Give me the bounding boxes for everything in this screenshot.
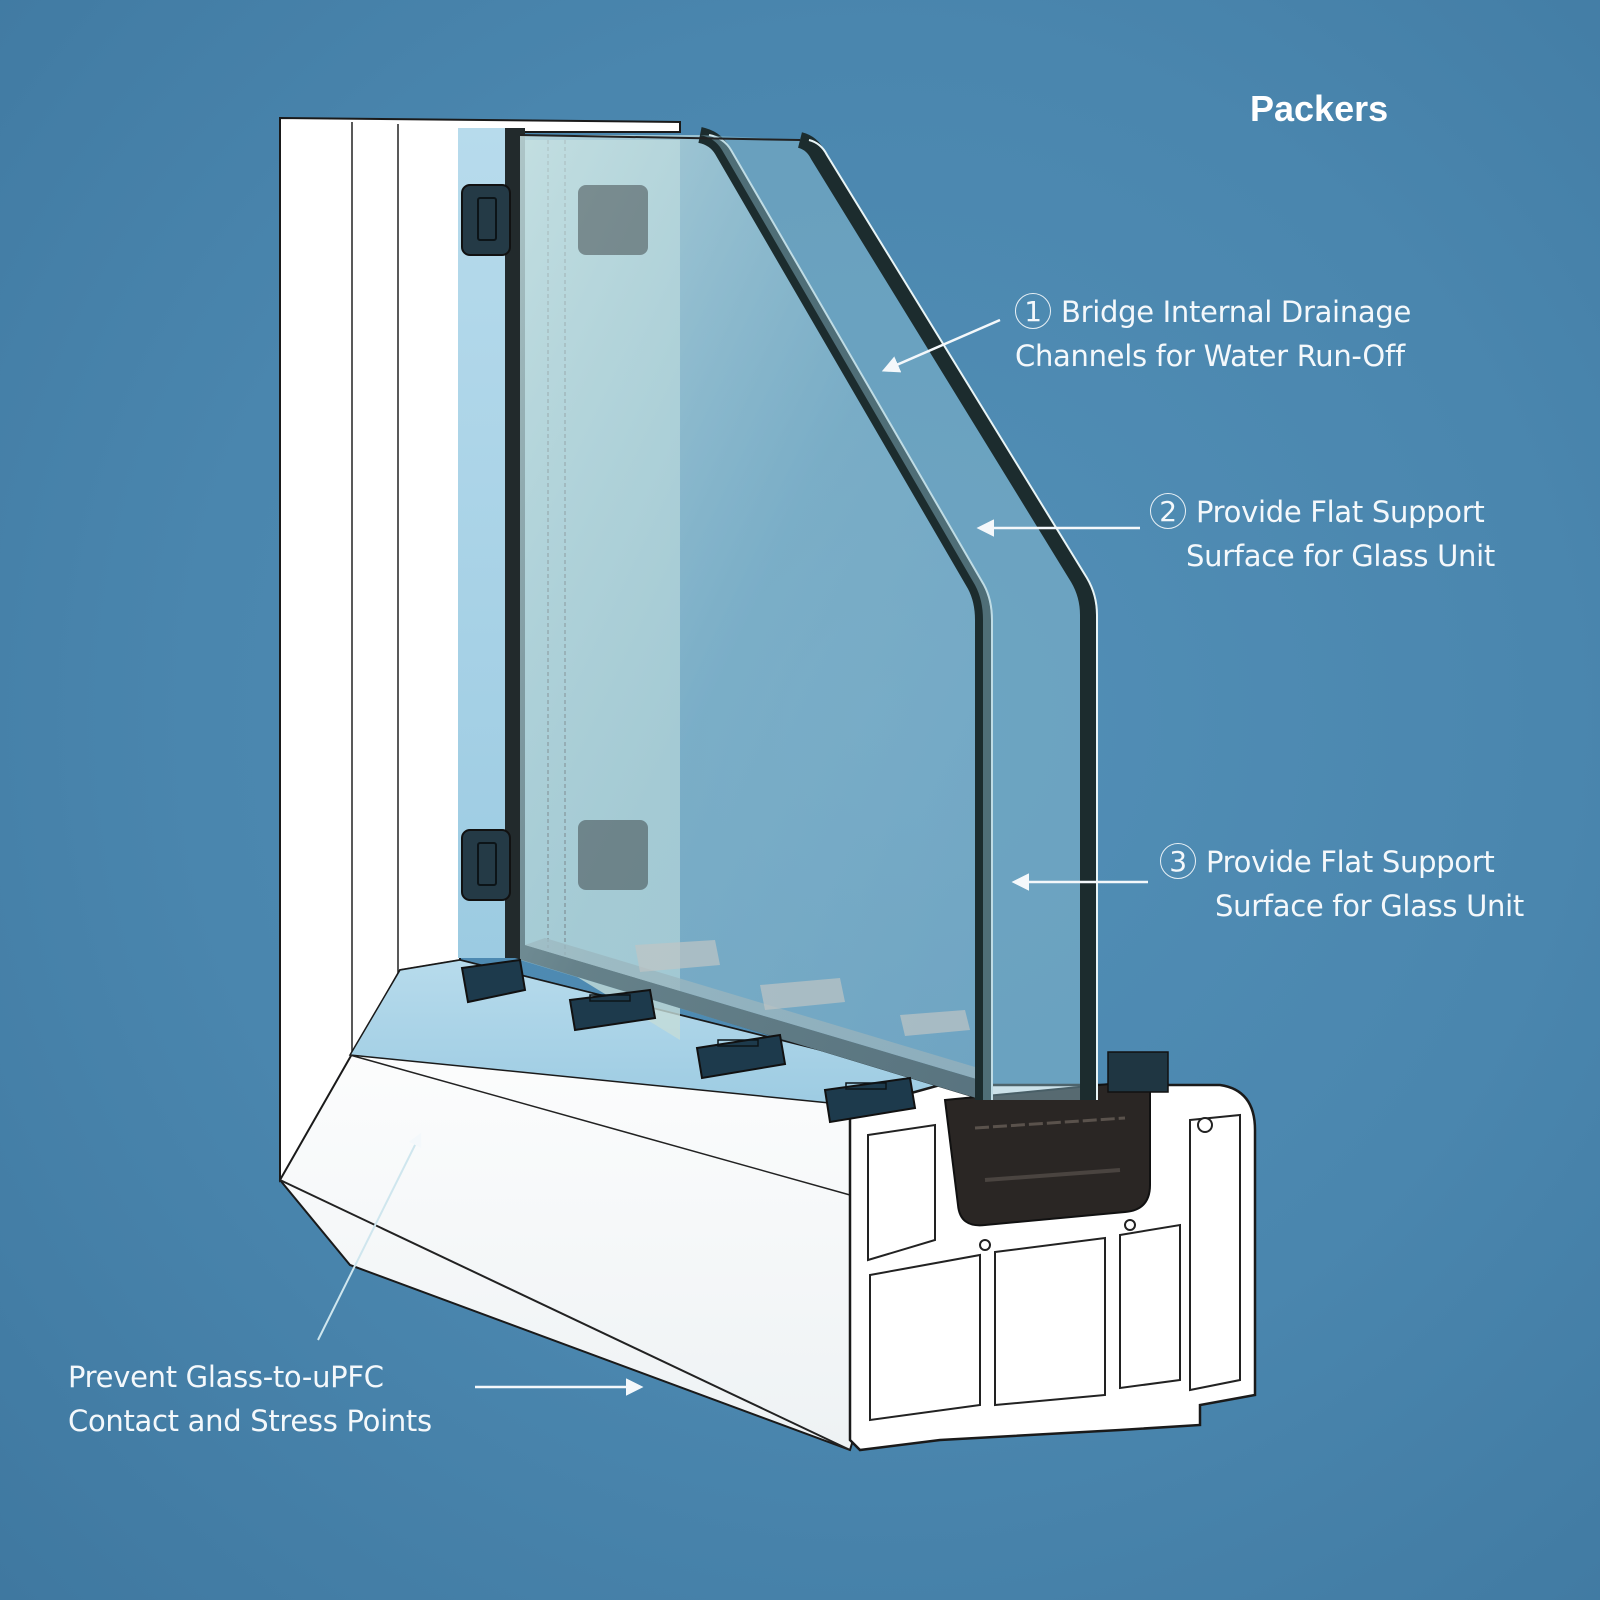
callout-2-line2: Surface for Glass Unit	[1186, 539, 1495, 573]
frame-jamb	[279, 116, 681, 1183]
callout-2-line1: Provide Flat Support	[1196, 495, 1485, 529]
packer-sill-1	[460, 958, 527, 1004]
callout-1: 1 Bridge Internal Drainage Channels for W…	[1015, 290, 1411, 378]
packer-sill-4	[823, 1076, 917, 1124]
glass-panes	[519, 127, 1098, 1100]
arrow-callout-4b	[317, 1132, 422, 1341]
callout-4: Prevent Glass-to-uPFC Contact and Stress…	[68, 1355, 432, 1443]
packers	[460, 184, 970, 1124]
packer-ghost-bottom	[578, 820, 648, 890]
packer-sill-3	[695, 1033, 787, 1080]
packer-ghost-sill-2	[760, 978, 845, 1010]
packer-vertical-bottom	[461, 829, 511, 901]
callout-1-line2: Channels for Water Run-Off	[1015, 339, 1405, 373]
packer-ghost-top	[578, 185, 648, 255]
frame-sill	[278, 958, 963, 1452]
callout-number-1: 1	[1015, 293, 1051, 329]
callout-3-line2: Surface for Glass Unit	[1215, 889, 1524, 923]
packer-vertical-top	[461, 184, 511, 256]
callout-4-line2: Contact and Stress Points	[68, 1404, 432, 1438]
frame-profile-section	[848, 1083, 1257, 1452]
packer	[1107, 1051, 1169, 1093]
diagram-title: Packers	[1250, 88, 1389, 129]
callout-number-3: 3	[1160, 843, 1196, 879]
glazing-gasket	[943, 1051, 1169, 1227]
packer-ghost-sill-1	[635, 940, 720, 972]
arrow-callout-1	[881, 318, 1001, 373]
packer-ghost-sill-3	[900, 1010, 970, 1036]
callout-3-line1: Provide Flat Support	[1206, 845, 1495, 879]
jamb-rebate	[458, 128, 508, 958]
callout-1-line1: Bridge Internal Drainage	[1061, 295, 1412, 329]
callout-3: 3 Provide Flat Support Surface for Glass …	[1160, 840, 1524, 928]
callout-4-line1: Prevent Glass-to-uPFC	[68, 1360, 384, 1394]
callout-number-2: 2	[1150, 493, 1186, 529]
callout-2: 2 Provide Flat Support Surface for Glass …	[1150, 490, 1495, 578]
packer-sill-2	[568, 988, 657, 1032]
annotation-arrows	[317, 318, 1148, 1396]
